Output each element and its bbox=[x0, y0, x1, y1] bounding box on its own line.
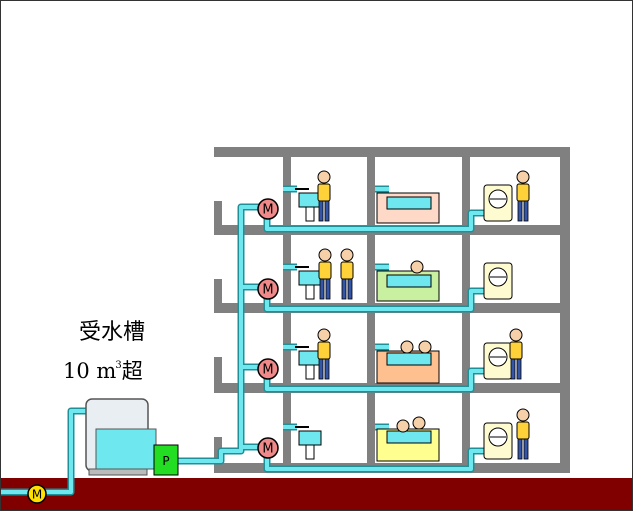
capacity-suffix: 超 bbox=[121, 359, 143, 383]
person-icon bbox=[317, 328, 331, 380]
washer-icon bbox=[483, 342, 513, 380]
person-icon bbox=[340, 248, 354, 300]
meter-icon bbox=[257, 358, 279, 380]
capacity-value: 10 bbox=[63, 359, 90, 383]
tank-label: 受水槽 bbox=[79, 320, 146, 345]
capacity-unit: m bbox=[96, 359, 117, 383]
main-meter-label: M bbox=[32, 488, 42, 502]
pump bbox=[153, 444, 179, 476]
main-water-meter bbox=[27, 484, 47, 504]
person-icon bbox=[516, 170, 530, 222]
receiving-tank bbox=[85, 398, 157, 476]
washbasin-icon bbox=[294, 266, 322, 300]
meter-icon bbox=[257, 437, 279, 459]
washer-icon bbox=[483, 422, 513, 460]
washer-icon bbox=[483, 262, 513, 300]
person-icon bbox=[318, 248, 332, 300]
pump-label: P bbox=[162, 454, 169, 468]
person-icon bbox=[516, 408, 530, 460]
meter-icon bbox=[257, 278, 279, 300]
washbasin-icon bbox=[294, 346, 322, 380]
washbasin-icon bbox=[294, 426, 322, 460]
bathers bbox=[396, 260, 432, 433]
person-icon bbox=[509, 328, 523, 380]
washer-icon bbox=[483, 184, 513, 222]
tank-capacity: 10 m3超 bbox=[63, 355, 143, 385]
capacity-power: 3 bbox=[115, 360, 122, 371]
bathtubs bbox=[376, 192, 440, 462]
person-icon bbox=[317, 170, 331, 222]
washbasin-icon bbox=[294, 188, 322, 222]
ground bbox=[1, 478, 632, 510]
meter-icon bbox=[257, 198, 279, 220]
